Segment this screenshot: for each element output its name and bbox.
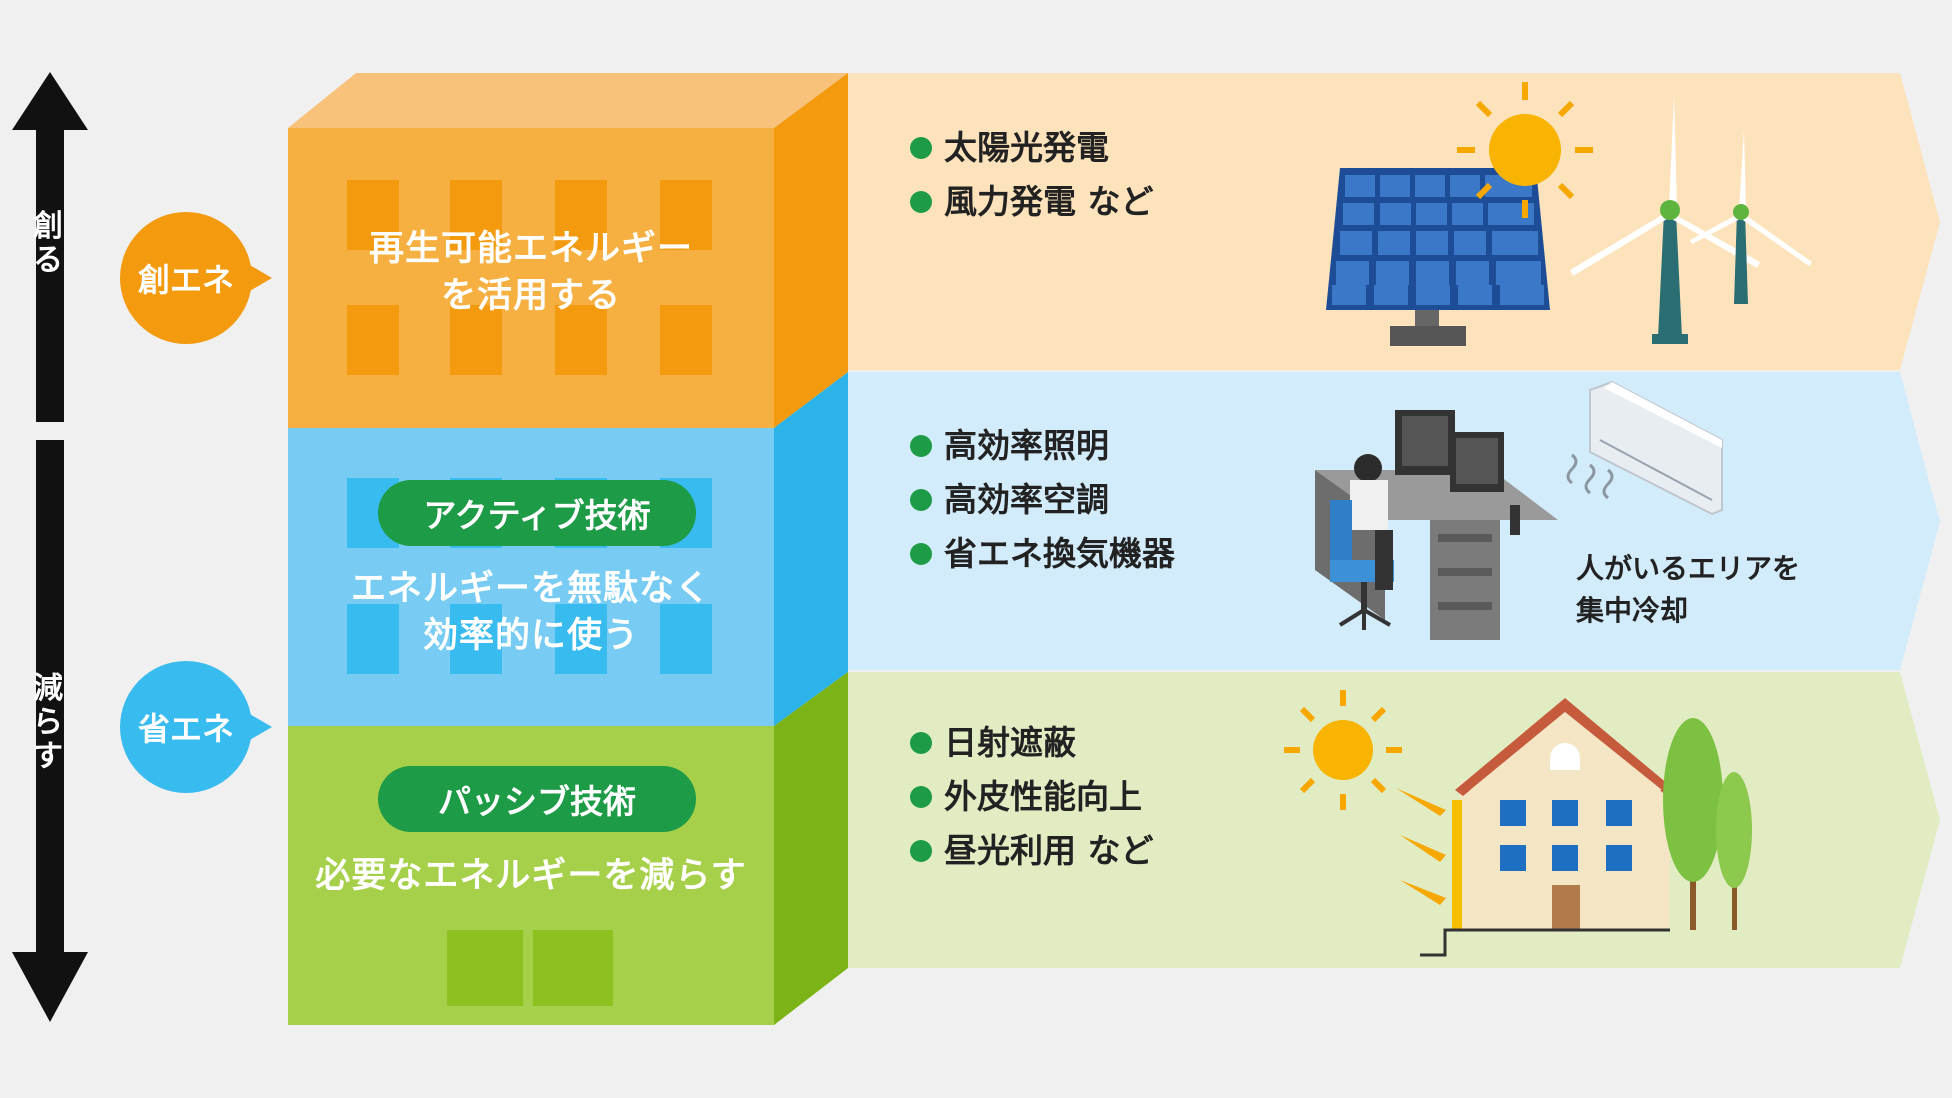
create-energy-bubble-label: 創エネ	[137, 261, 234, 299]
passive-technology-pill: パッシブ技術	[378, 766, 696, 832]
building-door	[447, 930, 613, 1006]
vertical-double-arrow	[12, 72, 88, 1022]
building-roof	[288, 73, 848, 128]
solar-panel-icon	[1326, 168, 1550, 346]
save-energy-bubble: 省エネ	[120, 661, 272, 793]
building-side-blue	[774, 372, 848, 726]
active-description-line: エネルギーを無駄なく	[350, 569, 711, 609]
create-description-line: 再生可能エネルギー	[368, 229, 693, 269]
list-item: 高効率空調	[908, 473, 1175, 527]
active-technology-label: アクティブ技術	[423, 496, 651, 535]
sun-icon	[1457, 82, 1593, 218]
active-description: エネルギーを無駄なく 効率的に使う	[288, 566, 774, 660]
wind-turbine-icon	[1570, 95, 1812, 344]
building-side-green	[774, 672, 848, 1025]
building-windows-orange	[347, 180, 712, 375]
reduce-axis-label: 減らす	[33, 671, 63, 774]
cooling-note: 人がいるエリアを 集中冷却	[1576, 548, 1800, 632]
passive-description: 必要なエネルギーを減らす	[315, 856, 747, 896]
sun-icon	[1284, 690, 1446, 905]
building-front-orange	[288, 128, 774, 428]
air-conditioner-icon	[1566, 380, 1723, 516]
create-description: 再生可能エネルギー を活用する	[288, 226, 774, 320]
list-item: 風力発電 など	[908, 175, 1154, 229]
active-list: 高効率照明 高効率空調 省エネ換気機器	[908, 419, 1175, 581]
cooling-note-line: 人がいるエリアを	[1576, 552, 1801, 585]
create-energy-bubble: 創エネ	[120, 212, 272, 344]
list-item: 省エネ換気機器	[908, 527, 1175, 581]
list-item: 日射遮蔽	[908, 716, 1154, 770]
list-item: 太陽光発電	[908, 121, 1154, 175]
passive-list: 日射遮蔽 外皮性能向上 昼光利用 など	[908, 716, 1154, 878]
list-item: 昼光利用 など	[908, 824, 1154, 878]
create-axis-label: 創る	[33, 209, 63, 278]
building-side-orange	[774, 73, 848, 428]
passive-technology-label: パッシブ技術	[438, 782, 636, 821]
active-technology-pill: アクティブ技術	[378, 480, 696, 546]
create-list: 太陽光発電 風力発電 など	[908, 121, 1154, 229]
building-front-blue	[288, 428, 774, 726]
list-item: 外皮性能向上	[908, 770, 1154, 824]
create-description-line: を活用する	[440, 276, 621, 316]
active-description-line: 効率的に使う	[422, 616, 639, 656]
save-energy-bubble-label: 省エネ	[137, 710, 234, 748]
house-icon	[1420, 698, 1675, 957]
office-worker-icon	[1315, 410, 1558, 640]
cooling-note-line: 集中冷却	[1576, 594, 1689, 627]
tree-icon	[1663, 718, 1752, 930]
list-item: 高効率照明	[908, 419, 1175, 473]
